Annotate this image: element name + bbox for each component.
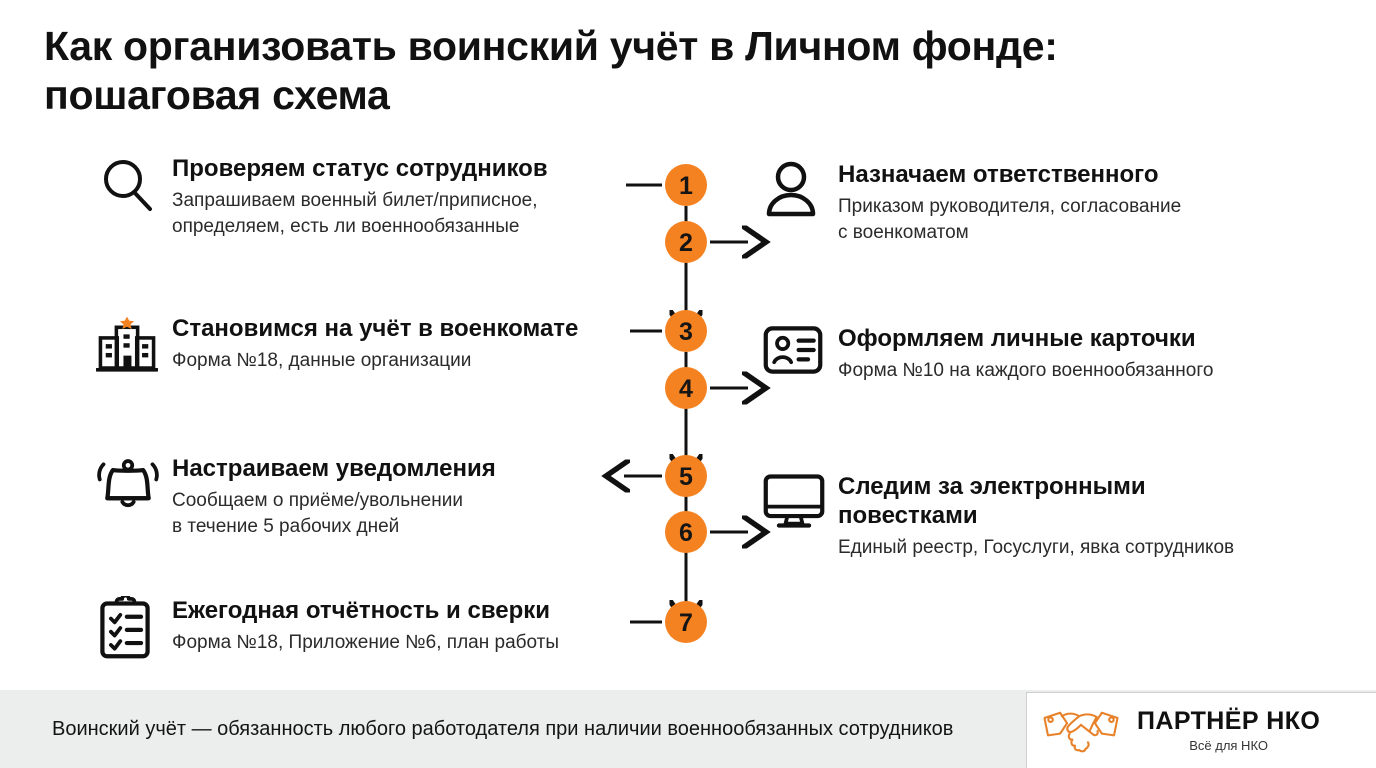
step-2-body: Назначаем ответственного Приказом руково… [838,158,1181,246]
svg-text:1: 1 [679,172,693,200]
flow-number-3: 3 [665,310,707,352]
step-6-subtitle: Единый реестр, Госуслуги, явка сотрудник… [838,537,1235,558]
logo-tagline: Всё для НКО [1189,738,1268,753]
step-2-title: Назначаем ответственного [838,161,1159,188]
step-item-7: Ежегодная отчётность и сверки Форма №18,… [96,594,559,662]
svg-text:4: 4 [679,375,693,403]
logo-text-block: ПАРТНЁР НКО Всё для НКО [1135,707,1320,754]
step-1-body: Проверяем статус сотрудников Запрашиваем… [172,152,548,240]
step-item-1: Проверяем статус сотрудников Запрашиваем… [96,152,548,240]
step-item-3: Становимся на учёт в военкомате Форма №1… [96,312,578,380]
brand-logo: ПАРТНЁР НКО Всё для НКО [1026,692,1376,768]
step-item-4: Оформляем личные карточки Форма №10 на к… [762,322,1213,390]
flow-connector-column: 1 2 3 4 5 6 7 [600,150,780,660]
id-card-icon [762,322,838,390]
flow-number-5: 5 [665,455,707,497]
step-4-body: Оформляем личные карточки Форма №10 на к… [838,322,1213,384]
page-title: Как организовать воинский учёт в Личном … [44,23,1058,118]
flow-number-4: 4 [665,367,707,409]
svg-text:7: 7 [679,609,693,637]
step-item-2: Назначаем ответственного Приказом руково… [762,158,1181,246]
step-7-subtitle: Форма №18, Приложение №6, план работы [172,632,560,653]
step-7-title: Ежегодная отчётность и сверки [172,597,551,624]
person-icon [762,158,838,226]
flow-number-1: 1 [665,164,707,206]
svg-text:5: 5 [679,463,693,491]
bell-icon [96,452,172,520]
step-item-5: Настраиваем уведомления Сообщаем о приём… [96,452,496,540]
footer-note: Воинский учёт — обязанность любого работ… [52,718,954,740]
step-3-subtitle: Форма №18, данные организации [172,350,472,371]
handshake-icon [1027,703,1135,759]
office-building-icon [96,312,172,380]
svg-text:3: 3 [679,318,693,346]
step-1-subtitle: Запрашиваем военный билет/приписное, опр… [172,190,538,237]
flow-number-2: 2 [665,221,707,263]
monitor-icon [762,470,838,538]
step-5-body: Настраиваем уведомления Сообщаем о приём… [172,452,496,540]
step-5-subtitle: Сообщаем о приёме/увольнении в течение 5… [172,490,463,537]
clipboard-check-icon [96,594,172,662]
flow-number-6: 6 [665,511,707,553]
step-7-body: Ежегодная отчётность и сверки Форма №18,… [172,594,559,656]
svg-text:6: 6 [679,519,693,547]
magnifier-icon [96,152,172,220]
step-item-6: Следим за электронными повестками Единый… [762,470,1234,561]
step-5-title: Настраиваем уведомления [172,455,496,482]
logo-name: ПАРТНЁР НКО [1137,707,1321,735]
step-6-body: Следим за электронными повестками Единый… [838,470,1234,561]
step-4-title: Оформляем личные карточки [838,325,1196,352]
flow-number-7: 7 [665,601,707,643]
step-2-subtitle: Приказом руководителя, согласование с во… [838,196,1182,243]
step-3-body: Становимся на учёт в военкомате Форма №1… [172,312,578,374]
step-4-subtitle: Форма №10 на каждого военнообязанного [838,360,1214,381]
step-6-title: Следим за электронными повестками [838,473,1146,529]
svg-text:2: 2 [679,229,693,257]
step-3-title: Становимся на учёт в военкомате [172,315,579,342]
step-1-title: Проверяем статус сотрудников [172,155,548,182]
